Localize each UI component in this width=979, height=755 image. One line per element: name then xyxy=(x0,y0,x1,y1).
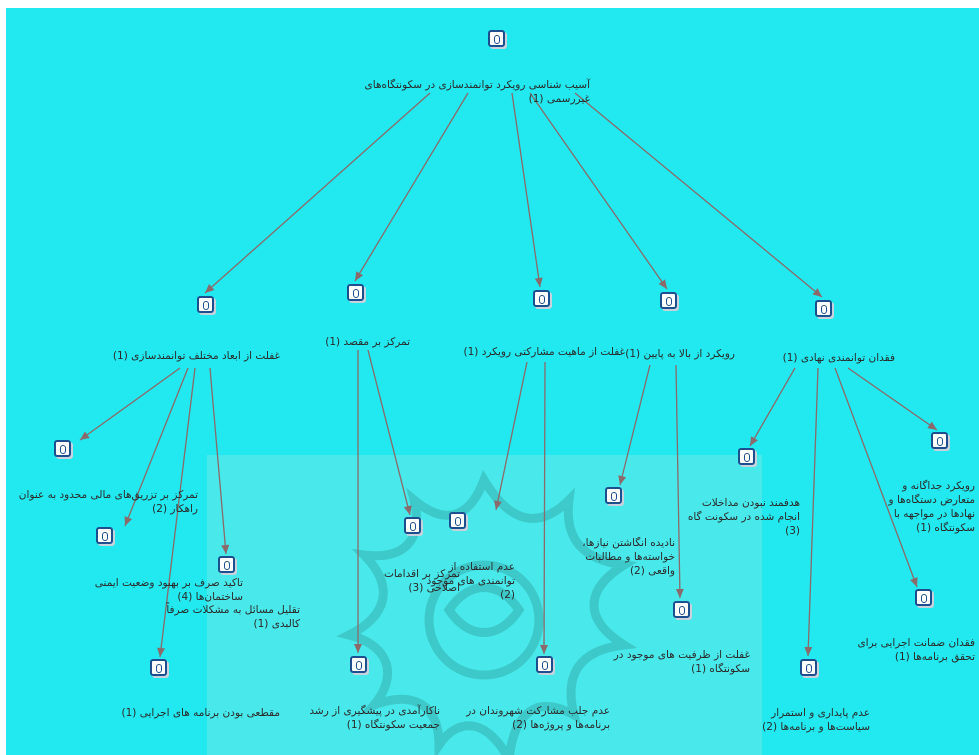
node-label: فقدان توانمندی نهادی (1) xyxy=(782,352,895,364)
arrowhead xyxy=(658,279,667,289)
node-label: مقطعی بودن برنامه های اجرایی (1) xyxy=(121,707,280,719)
connector-line xyxy=(159,367,196,658)
connector-line xyxy=(675,364,681,599)
node-label: تمرکز بر مقصد (1) xyxy=(325,336,410,348)
node-label: تقلیل مسائل به مشکلات صرفاً کالبدی (1) xyxy=(166,604,300,630)
document-icon xyxy=(96,527,113,544)
node-label: رویکرد از بالا به پایین (1) xyxy=(625,348,735,360)
document-icon xyxy=(533,290,550,307)
node-label: تمرکز بر تزریق‌های مالی محدود به عنوان ر… xyxy=(18,489,198,515)
document-icon xyxy=(660,292,677,309)
arrowhead xyxy=(927,421,937,430)
document-icon xyxy=(488,30,505,47)
document-icon xyxy=(350,656,367,673)
connector-line xyxy=(574,92,823,298)
connector-line xyxy=(209,367,227,555)
document-icon xyxy=(738,448,755,465)
node-label: فقدان ضمانت اجرایی برای تحقق برنامه‌ها (… xyxy=(857,637,975,663)
node-label: آسیب شناسی رویکرد توانمندسازی در سکونتگا… xyxy=(364,79,590,105)
document-icon xyxy=(347,284,364,301)
arrowhead xyxy=(910,577,918,587)
arrowhead xyxy=(675,588,684,598)
document-icon xyxy=(54,440,71,457)
arrowhead xyxy=(750,436,758,446)
node-label: نادیده انگاشتن نیازها، خواسته‌ها و مطالب… xyxy=(582,537,675,577)
connector-line xyxy=(79,367,181,441)
connector-line xyxy=(354,92,469,282)
arrowhead xyxy=(493,500,502,510)
connector-line xyxy=(367,349,411,516)
connector-line xyxy=(124,367,189,527)
arrowhead xyxy=(804,646,813,656)
node-label: غفلت از ظرفیت های موجود در سکونتگاه (1) xyxy=(613,649,750,675)
document-icon xyxy=(404,517,421,534)
document-icon xyxy=(931,432,948,449)
connector-line xyxy=(204,92,431,294)
document-icon xyxy=(605,487,622,504)
arrowhead xyxy=(618,475,627,485)
node-label: غفلت از ابعاد مختلف توانمندسازی (1) xyxy=(112,350,280,362)
arrowhead xyxy=(124,516,133,526)
document-icon xyxy=(915,589,932,606)
node-label: عدم جلب مشارکت شهروندان در برنامه‌ها و پ… xyxy=(466,705,610,731)
document-icon xyxy=(800,659,817,676)
document-icon xyxy=(150,659,167,676)
connector-line xyxy=(619,364,651,486)
document-icon xyxy=(449,512,466,529)
document-icon xyxy=(218,556,235,573)
arrowhead xyxy=(812,288,822,297)
connector-line xyxy=(749,367,796,447)
connector-line xyxy=(511,92,541,288)
arrowhead xyxy=(403,505,412,515)
connector-line xyxy=(834,367,918,588)
node-label: غفلت از ماهیت مشارکتی رویکرد (1) xyxy=(463,346,625,358)
arrowhead xyxy=(157,647,166,657)
connector-line xyxy=(847,367,938,431)
node-label: عدم پایداری و استمرار سیاست‌ها و برنامه‌… xyxy=(762,707,870,733)
node-label: تاکید صرف بر بهبود وضعیت ایمنی ساختمان‌ه… xyxy=(94,577,243,603)
node-label: تمرکز بر اقدامات اصلاحی (3) xyxy=(383,568,460,594)
arrowhead xyxy=(355,271,364,281)
document-icon xyxy=(197,296,214,313)
connector-line xyxy=(495,361,528,511)
arrowhead xyxy=(540,644,549,654)
connector-line xyxy=(807,367,819,657)
node-label: عدم استفاده از توانمندی های موجود (2) xyxy=(426,561,515,601)
document-icon xyxy=(536,656,553,673)
arrowhead xyxy=(80,431,90,440)
document-icon xyxy=(815,300,832,317)
node-label: ناکارآمدی در پیشگیری از رشد جمعیت سکونتگ… xyxy=(309,705,440,731)
node-label: هدفمند نبودن مداخلات انجام شده در سکونت … xyxy=(687,497,800,537)
node-label: رویکرد جداگانه و متعارض دستگاه‌ها و نهاد… xyxy=(888,480,975,534)
arrowhead xyxy=(205,284,215,293)
connector-line xyxy=(529,92,668,290)
connector-line xyxy=(543,361,546,655)
arrowhead xyxy=(221,544,230,554)
arrowhead xyxy=(354,644,362,653)
document-icon xyxy=(673,601,690,618)
arrowhead xyxy=(534,277,543,287)
watermark-logo xyxy=(207,455,762,755)
